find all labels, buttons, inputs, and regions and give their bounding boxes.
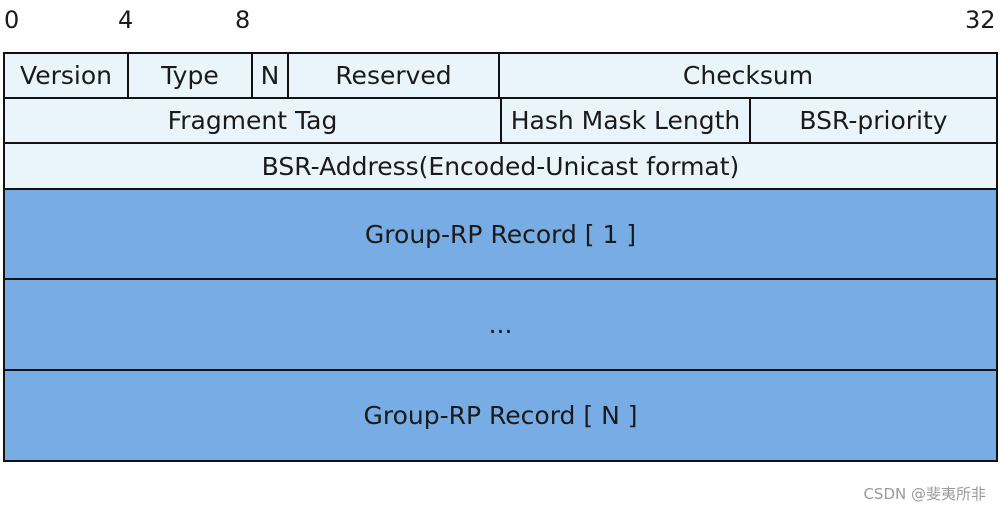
field-hash-mask-length: Hash Mask Length <box>500 97 751 144</box>
field-version: Version <box>3 52 129 99</box>
field-type: Type <box>127 52 253 99</box>
group-rp-record-ellipsis: ... <box>3 278 998 371</box>
bit-label-8: 8 <box>235 6 251 34</box>
field-bsr-priority: BSR-priority <box>749 97 998 144</box>
group-rp-record-first: Group-RP Record [ 1 ] <box>3 188 998 280</box>
field-checksum: Checksum <box>498 52 998 99</box>
watermark: CSDN @斐夷所非 <box>863 485 986 503</box>
field-n: N <box>251 52 289 99</box>
bit-label-32: 32 <box>965 6 996 34</box>
field-fragment-tag: Fragment Tag <box>3 97 502 144</box>
field-reserved: Reserved <box>287 52 500 99</box>
bit-label-4: 4 <box>118 6 134 34</box>
field-bsr-address: BSR-Address(Encoded-Unicast format) <box>3 142 998 190</box>
bit-label-0: 0 <box>4 6 20 34</box>
group-rp-record-last: Group-RP Record [ N ] <box>3 369 998 462</box>
